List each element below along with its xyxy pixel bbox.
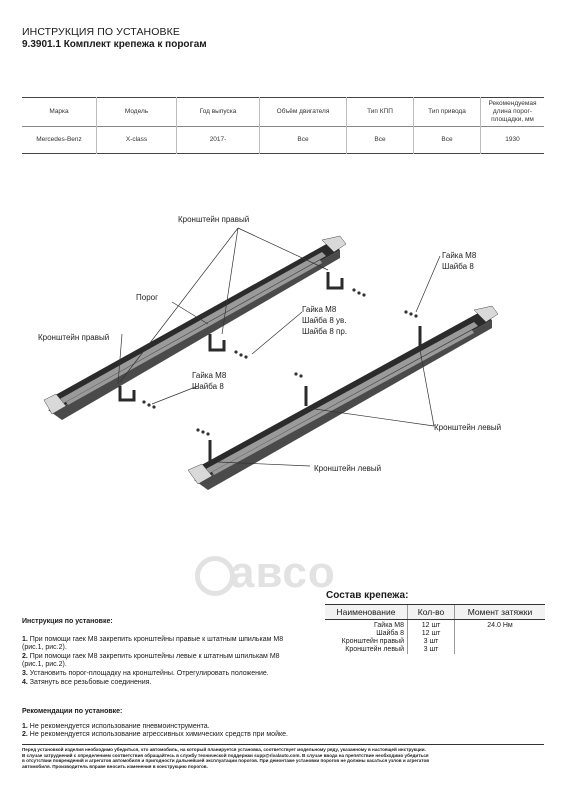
left-running-board (187, 305, 499, 490)
step-number: 1. (22, 635, 28, 643)
leader-bracket-right-top (119, 227, 329, 383)
spec-header-engine: Объём двигателя (259, 97, 347, 127)
spec-header-make: Марка (49, 108, 69, 115)
fasteners-header-name: Наименование (325, 604, 408, 620)
spec-cell-length: 1930 (480, 126, 544, 154)
step-text: При помощи гаек М8 закрепить кронштейны … (22, 652, 280, 669)
left-bracket-fasteners (196, 310, 418, 436)
fasteners-table: Наименование Кол-во Момент затяжки Гайка… (325, 604, 545, 654)
leader-bracket-right-left (117, 333, 123, 385)
fasteners-row: Гайка М8 12 шт 24.0 Нм (325, 619, 545, 630)
label-bracket-right-top: Кронштейн правый (178, 215, 249, 224)
installation-instructions: Инструкция по установке: 1. При помощи г… (22, 618, 292, 687)
fastener-torque (454, 638, 545, 646)
step-number: 2. (22, 652, 28, 660)
right-bracket-1 (118, 386, 136, 402)
recommendations-title: Рекомендации по установке: (22, 708, 123, 715)
step-number: 4. (22, 678, 28, 686)
item-text: Не рекомендуется использование пневмоинс… (27, 722, 210, 730)
fasteners-row: Шайба 8 12 шт (325, 630, 545, 638)
leader-nut-washer-right (415, 255, 441, 313)
spec-header-drive: Тип привода (413, 97, 481, 127)
item-number: 2. (22, 731, 28, 739)
leader-nut-washer-left (151, 385, 199, 405)
label-bracket-left-bottom: Кронштейн левый (314, 464, 381, 473)
label-nut-washer-right-2: Шайба 8 (442, 262, 474, 271)
label-nut-washer-uv-3: Шайба 8 пр. (302, 327, 347, 336)
document-title: ИНСТРУКЦИЯ ПО УСТАНОВКЕ (22, 26, 180, 38)
fasteners-header-torque: Момент затяжки (454, 604, 545, 620)
footer-line: в отсутствии повреждений и агрегатов авт… (22, 758, 430, 764)
instruction-step: 2. При помощи гаек М8 закрепить кронштей… (22, 653, 292, 670)
leader-bracket-left-bottom (217, 461, 311, 467)
fasteners-title: Состав крепежа: (326, 590, 409, 601)
installation-diagram: Кронштейн правый Порог Кронштейн правый … (38, 215, 501, 490)
instruction-step: 4. Затянуть все резьбовые соединения. (22, 679, 292, 688)
step-text: При помощи гаек М8 закрепить кронштейны … (22, 635, 284, 652)
item-text: Не рекомендуется использование агрессивн… (27, 731, 288, 739)
document-subtitle: 9.3901.1 Комплект крепежа к порогам (22, 39, 207, 50)
spec-table-header-row: Марка Модель Год выпуска Объём двигателя… (22, 97, 544, 127)
spec-cell-make: Mercedes-Benz (36, 136, 82, 143)
spec-cell-drive: Все (413, 126, 481, 154)
leader-nut-washer-uv (251, 311, 303, 355)
fastener-torque: 24.0 Нм (454, 619, 545, 630)
label-bracket-right-left: Кронштейн правый (38, 333, 109, 342)
watermark-text: авсо (230, 548, 336, 597)
fastener-torque (454, 646, 545, 654)
label-nut-washer-left-2: Шайба 8 (192, 382, 224, 391)
fastener-torque (454, 630, 545, 638)
label-nut-washer-uv-2: Шайба 8 ув. (302, 316, 346, 325)
watermark-logo-icon (195, 556, 235, 596)
step-text: Затянуть все резьбовые соединения. (27, 678, 152, 686)
fasteners-header-qty: Кол-во (407, 604, 455, 620)
right-bracket-fasteners (142, 288, 366, 409)
instructions-title: Инструкция по установке: (22, 618, 113, 625)
fasteners-header-row: Наименование Кол-во Момент затяжки (325, 604, 545, 620)
right-bracket-3 (326, 272, 344, 290)
label-nut-washer-right-1: Гайка М8 (442, 251, 477, 260)
label-nut-washer-uv-1: Гайка М8 (302, 305, 337, 314)
spec-table-row: Mercedes-Benz X-class 2017- Все Все Все … (22, 126, 544, 154)
label-sill: Порог (136, 293, 158, 302)
installation-recommendations: Рекомендации по установке: 1. Не рекомен… (22, 708, 292, 740)
right-running-board (43, 235, 347, 420)
spec-cell-model: X-class (96, 126, 177, 154)
fastener-qty: 12 шт (407, 630, 455, 638)
fastener-name: Шайба 8 (376, 630, 404, 637)
label-nut-washer-left-1: Гайка М8 (192, 371, 227, 380)
spec-header-gearbox: Тип КПП (346, 97, 414, 127)
footer-line: Перед установкой изделия необходимо убед… (22, 747, 426, 752)
fastener-name: Кронштейн левый (345, 646, 404, 653)
step-number: 3. (22, 669, 28, 677)
leader-sill (171, 301, 209, 325)
recommendation-item: 1. Не рекомендуется использование пневмо… (22, 723, 292, 732)
fastener-qty: 12 шт (407, 619, 455, 630)
spec-header-length: Рекомендуемая длина порог-площадки, мм (480, 97, 544, 127)
spec-header-year: Год выпуска (176, 97, 260, 127)
item-number: 1. (22, 722, 28, 730)
fastener-name: Гайка М8 (374, 622, 404, 629)
fastener-qty: 3 шт (407, 638, 455, 646)
disclaimer-footer: Перед установкой изделия необходимо убед… (22, 744, 544, 769)
spec-cell-engine: Все (259, 126, 347, 154)
vehicle-spec-table: Марка Модель Год выпуска Объём двигателя… (22, 97, 544, 154)
spec-cell-year: 2017- (176, 126, 260, 154)
spec-cell-gearbox: Все (346, 126, 414, 154)
instruction-step: 1. При помощи гаек М8 закрепить кронштей… (22, 636, 292, 653)
fastener-qty: 3 шт (407, 646, 455, 654)
leader-bracket-left-right (307, 349, 435, 427)
fasteners-row: Кронштейн правый 3 шт (325, 638, 545, 646)
right-bracket-2 (208, 334, 226, 352)
fasteners-row: Кронштейн левый 3 шт (325, 646, 545, 654)
footer-line: В случае затруднений с определением соот… (22, 752, 429, 758)
footer-line: автомобиля. Производитель вправе вносить… (22, 763, 208, 769)
instruction-step: 3. Установить порог-площадку на кронштей… (22, 670, 292, 679)
step-text: Установить порог-площадку на кронштейны.… (27, 669, 269, 677)
fastener-name: Кронштейн правый (341, 638, 404, 645)
recommendation-item: 2. Не рекомендуется использование агресс… (22, 731, 292, 740)
label-bracket-left-right: Кронштейн левый (434, 423, 501, 432)
spec-header-model: Модель (96, 97, 177, 127)
